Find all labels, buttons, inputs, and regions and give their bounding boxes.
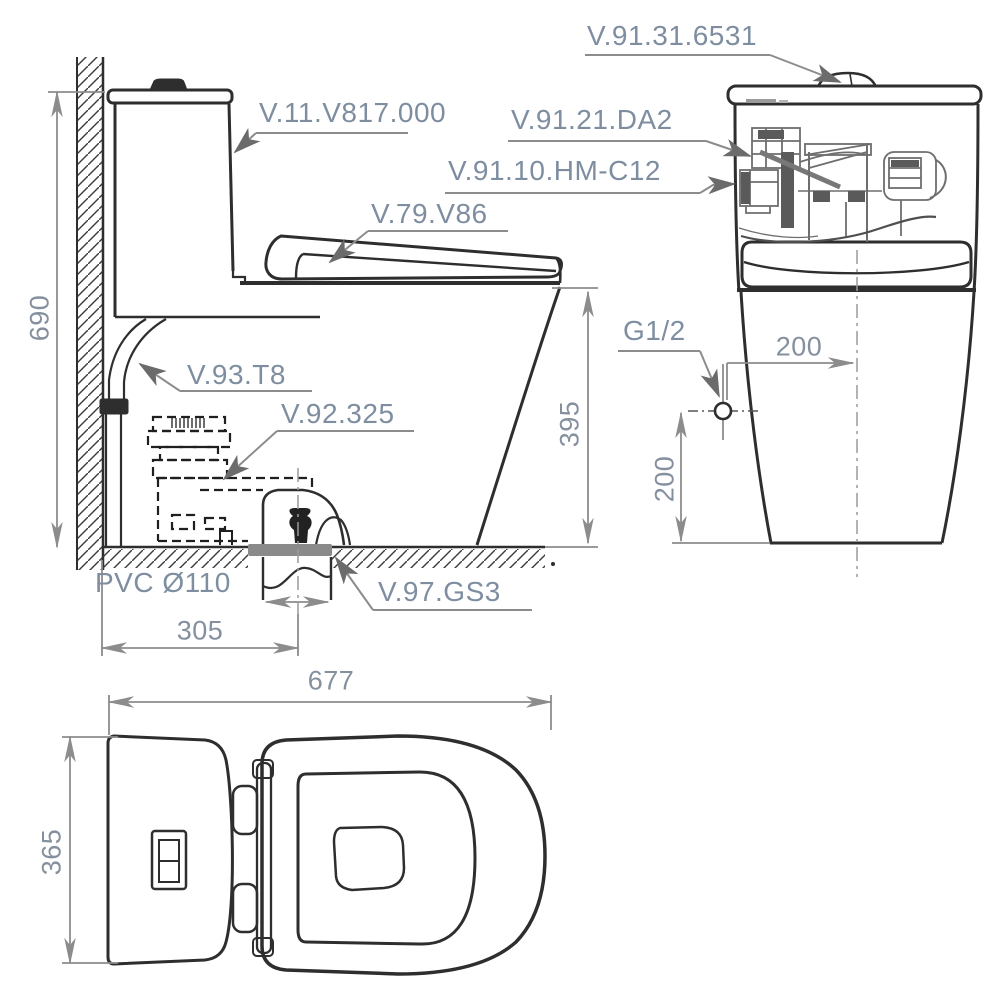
body-walls	[739, 291, 976, 544]
supply-hose	[99, 318, 167, 546]
top-view	[62, 695, 553, 976]
side-dimensions	[48, 90, 598, 656]
label-seat-code: V.79.V86	[371, 198, 488, 229]
tank-button-side	[149, 78, 188, 91]
label-fill-valve-code: V.91.21.DA2	[511, 104, 673, 135]
seat-lid-side	[264, 234, 563, 281]
label-flush-valve-code: V.91.10.HM-C12	[448, 155, 661, 186]
tank-seat-step	[231, 271, 247, 283]
floor-flange	[248, 544, 332, 556]
front-leaders	[445, 54, 840, 396]
leader-valve-code	[224, 430, 414, 479]
leader-body-code	[235, 133, 408, 152]
seat-lid-top-view	[260, 734, 547, 976]
front-view	[445, 54, 983, 577]
leader-hose-code	[140, 364, 312, 392]
side-view	[48, 57, 598, 656]
dim-inlet-horizontal: 200	[775, 331, 823, 362]
seat-front-edge	[554, 257, 562, 284]
top-dimensions	[62, 695, 553, 965]
label-body-code: V.11.V817.000	[259, 97, 447, 128]
tank-right-edge	[227, 103, 235, 272]
seat-front-curve	[743, 260, 970, 275]
toilet-top-outline	[106, 734, 547, 976]
label-push-button-code: V.91.31.6531	[587, 20, 758, 51]
flush-valve-dashed	[146, 415, 314, 543]
outlet-marker	[289, 508, 312, 543]
seat-ring-top-view	[296, 770, 477, 946]
label-hose-code: V.93.T8	[187, 359, 286, 390]
seat-front	[740, 240, 973, 289]
hinge-bar	[255, 761, 273, 955]
flush-button-top	[150, 829, 188, 891]
toilet-side-outline	[106, 78, 563, 546]
leader-gasket-code	[336, 558, 532, 611]
leader-seat-code	[330, 230, 508, 262]
hinge-tab-top	[231, 784, 259, 836]
leader-water-inlet	[618, 350, 719, 396]
tank-lid-side	[106, 88, 234, 105]
leader-push-button	[585, 54, 840, 82]
label-valve-code: V.92.325	[281, 398, 395, 429]
side-leaders	[140, 133, 532, 611]
hinge-tab-bottom	[231, 882, 259, 934]
dim-677-ext	[108, 695, 552, 735]
label-drain-pipe: PVC Ø110	[95, 567, 231, 598]
bowl-front-slope	[475, 286, 562, 546]
dim-395-ext	[545, 287, 598, 548]
dim-overall-width: 365	[36, 828, 67, 876]
leader-fill-valve	[508, 141, 750, 156]
front-dimensions	[672, 357, 855, 544]
label-water-inlet: G1/2	[623, 315, 686, 346]
tank-top-view	[106, 734, 234, 966]
dim-inlet-height: 200	[649, 455, 680, 503]
dim-bowl-height: 395	[554, 400, 585, 448]
drain-pipe-walls	[261, 557, 333, 600]
water-surface-top-view	[332, 825, 406, 892]
hose-fitting	[99, 398, 129, 415]
tank-internals	[738, 127, 947, 244]
brand-mark	[746, 99, 788, 103]
label-gasket-code: V.97.GS3	[378, 576, 501, 607]
dim-rough-in: 305	[176, 615, 224, 646]
leader-flush-valve	[445, 184, 734, 193]
wall-section	[76, 57, 105, 570]
inlet-circle	[713, 401, 733, 421]
pipe-break-curve	[262, 566, 332, 590]
trap-outline	[248, 488, 352, 600]
dim-overall-height: 690	[24, 294, 55, 342]
dim-overall-length: 677	[307, 665, 355, 696]
flush-valve-knurl	[171, 418, 233, 545]
